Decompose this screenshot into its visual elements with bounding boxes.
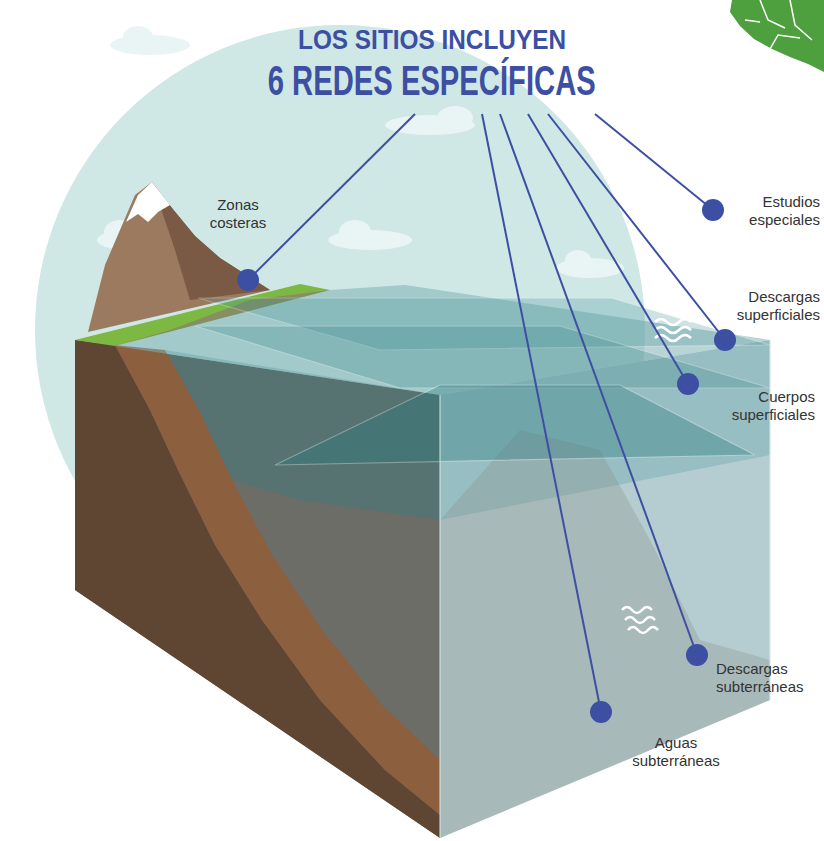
title-line: LOS SITIOS INCLUYEN <box>298 26 566 54</box>
dots <box>237 199 736 723</box>
network-label: Zonas costeras <box>197 196 279 232</box>
block <box>75 284 770 838</box>
network-label: Cuerpos superficiales <box>710 388 815 424</box>
network-label: Descargas subterráneas <box>716 660 820 696</box>
map-shape <box>730 0 824 72</box>
leader-lines <box>248 114 725 712</box>
network-label: Descargas superficiales <box>720 288 820 324</box>
network-label: Estudios especiales <box>720 193 820 229</box>
network-label: Aguas subterráneas <box>631 734 721 770</box>
heading-line: 6 REDES ESPECÍFICAS <box>268 60 596 102</box>
